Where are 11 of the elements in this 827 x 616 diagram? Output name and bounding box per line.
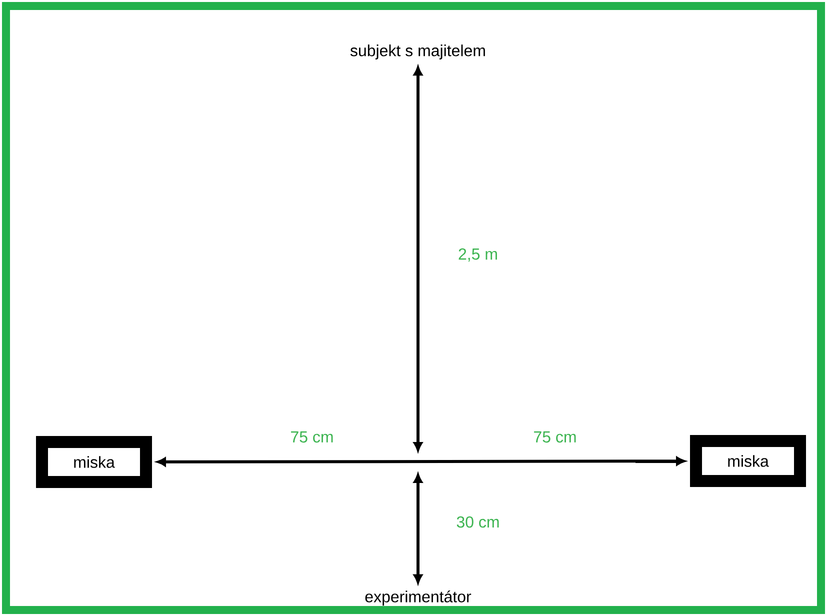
text-label: subjekt s majitelem	[350, 44, 485, 60]
measure-label: 30 cm	[456, 516, 499, 528]
bowl-box: miska	[36, 436, 152, 488]
text-label: experimentátor	[365, 590, 472, 606]
arrow	[414, 66, 422, 452]
measure-label: 75 cm	[534, 431, 576, 443]
arrow	[414, 474, 422, 584]
arrow	[156, 456, 686, 466]
measure-label: 75 cm	[291, 431, 333, 443]
bowl-box: miska	[690, 435, 806, 487]
measure-label: 2,5 m	[458, 248, 497, 262]
